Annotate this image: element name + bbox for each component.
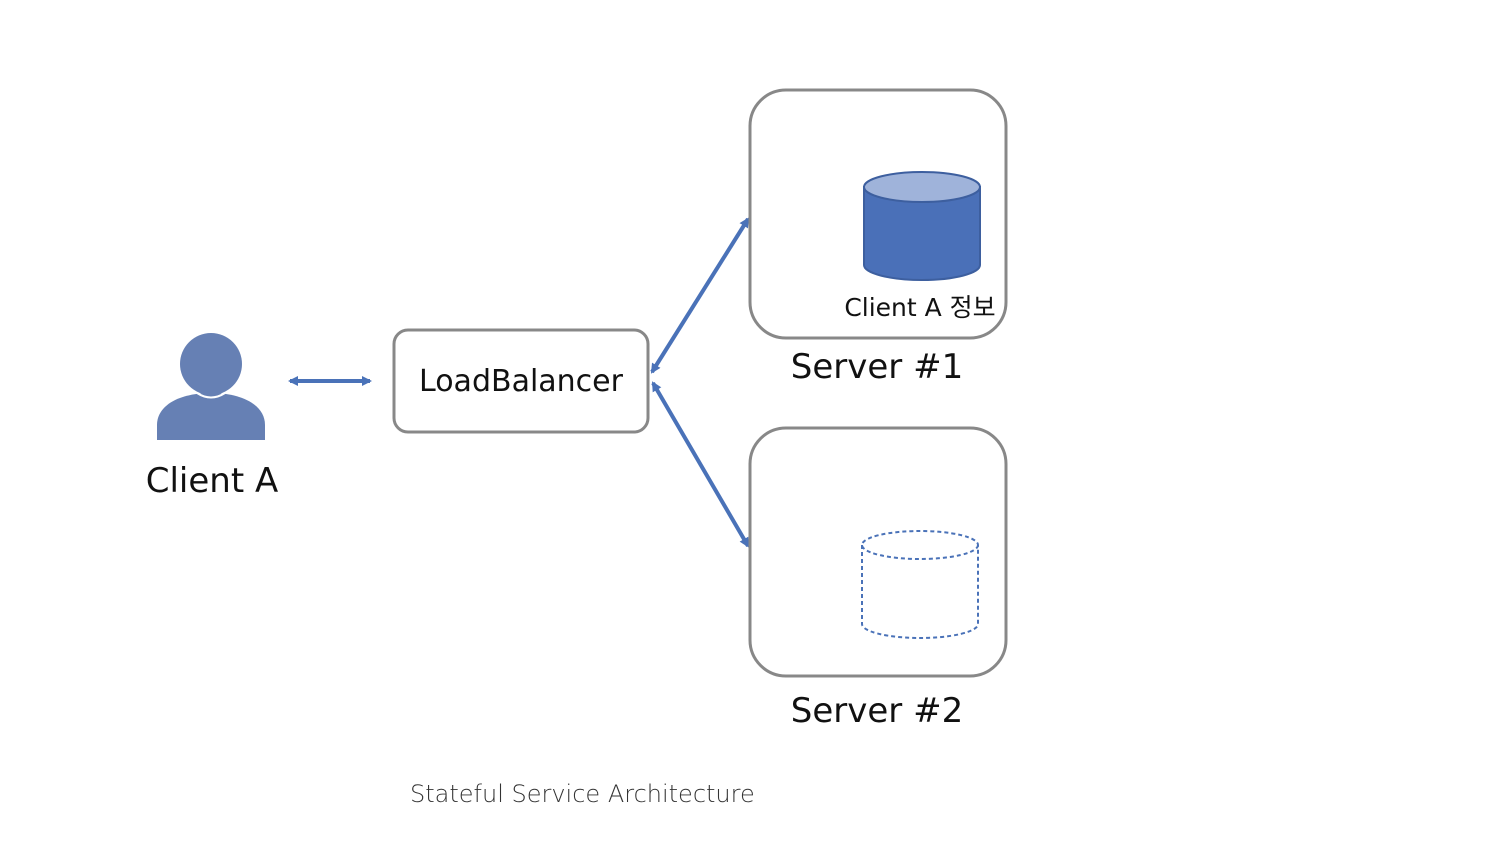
server-2-box: [748, 426, 1008, 678]
lb-server1-arrow: [650, 217, 750, 374]
diagram-caption: Stateful Service Architecture: [410, 780, 755, 808]
load-balancer-box: [392, 328, 650, 434]
load-balancer-label: LoadBalancer: [419, 364, 624, 399]
server-1-label: Server #1: [791, 347, 963, 387]
database-icon: [863, 171, 981, 281]
client-label: Client A: [146, 461, 279, 501]
user-icon: [157, 333, 265, 440]
empty-database-icon: [861, 530, 979, 639]
lb-server2-arrow: [651, 381, 750, 548]
server-1-storage-label: Client A 정보: [844, 293, 995, 322]
server-2-label: Server #2: [791, 691, 963, 731]
